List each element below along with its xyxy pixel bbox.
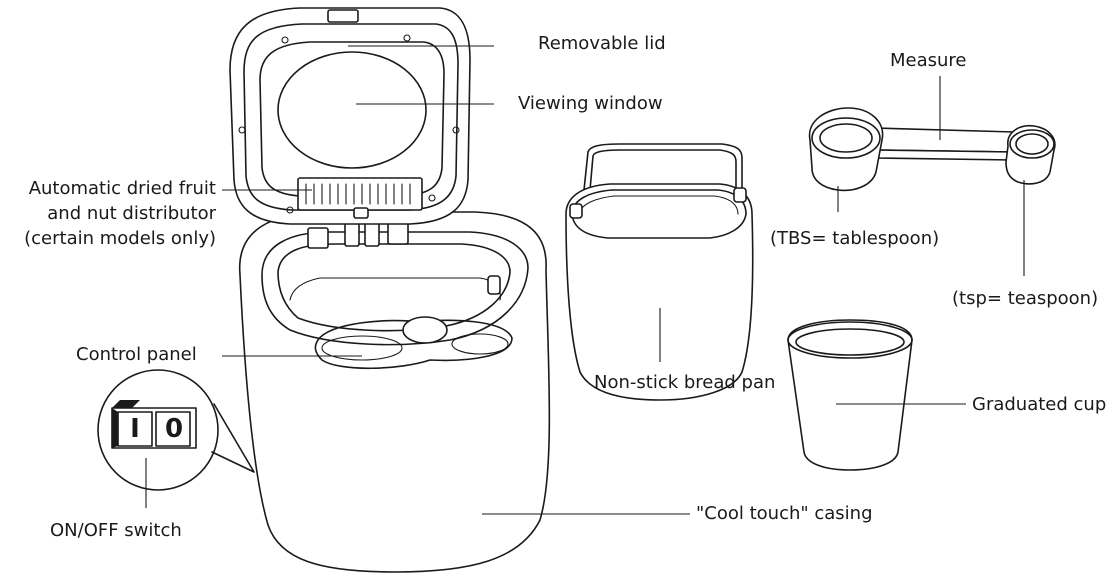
distributor-label-line1: Automatic dried fruit	[28, 178, 216, 199]
graduated-cup-label: Graduated cup	[972, 394, 1107, 415]
measure-drawing	[808, 107, 1056, 192]
measure-label: Measure	[890, 50, 967, 71]
on-off-switch-label: ON/OFF switch	[50, 520, 182, 541]
switch-callout	[97, 369, 255, 491]
distributor-label-line3: (certain models only)	[24, 228, 216, 249]
bread-pan-label: Non-stick bread pan	[594, 372, 776, 393]
leader-lines	[145, 45, 1025, 515]
bread-pan-drawing	[565, 143, 754, 401]
distributor-slots	[305, 183, 411, 205]
viewing-window-label: Viewing window	[518, 93, 663, 114]
control-panel-label: Control panel	[76, 344, 197, 365]
tablespoon-label: (TBS= tablespoon)	[770, 228, 940, 249]
cool-touch-casing-label: "Cool touch" casing	[696, 503, 873, 524]
removable-lid-label: Removable lid	[538, 33, 666, 54]
switch-on-symbol: I	[130, 414, 140, 444]
distributor-label-line2: and nut distributor	[47, 203, 216, 224]
lid-drawing	[229, 7, 471, 225]
graduated-cup-drawing	[787, 319, 913, 471]
switch-off-symbol: 0	[164, 414, 184, 444]
teaspoon-label: (tsp= teaspoon)	[952, 288, 1099, 309]
casing-drawing	[238, 211, 551, 573]
